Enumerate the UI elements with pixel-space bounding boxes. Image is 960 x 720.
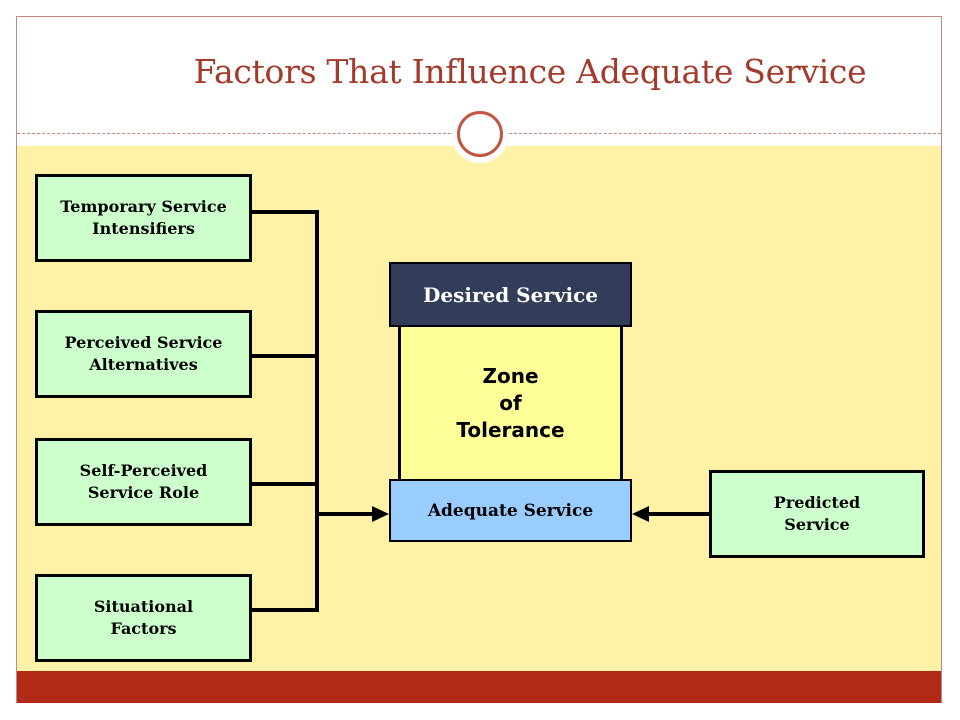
connector-temporary-service-intensifiers bbox=[252, 210, 319, 214]
factor-label-temporary-service-intensifiers: Temporary Service Intensifiers bbox=[60, 196, 227, 238]
factor-box-situational-factors: Situational Factors bbox=[35, 574, 252, 662]
factor-box-self-perceived-service-role: Self-Perceived Service Role bbox=[35, 438, 252, 526]
predicted-service-box: Predicted Service bbox=[709, 470, 925, 558]
adequate-service-box: Adequate Service bbox=[389, 479, 632, 542]
factor-label-self-perceived-service-role: Self-Perceived Service Role bbox=[79, 460, 208, 502]
arrow-factors-to-adequate-head bbox=[372, 506, 389, 522]
title-divider-right bbox=[509, 133, 941, 134]
slide-title: Factors That Influence Adequate Service bbox=[193, 52, 867, 91]
decorative-circle-icon bbox=[457, 111, 503, 157]
factor-box-temporary-service-intensifiers: Temporary Service Intensifiers bbox=[35, 174, 252, 262]
desired-service-box: Desired Service bbox=[389, 262, 632, 327]
connector-self-perceived-service-role bbox=[252, 482, 319, 486]
factor-box-perceived-service-alternatives: Perceived Service Alternatives bbox=[35, 310, 252, 398]
connector-vertical-bus bbox=[315, 210, 319, 612]
arrow-predicted-to-adequate-head bbox=[632, 506, 649, 522]
factor-label-perceived-service-alternatives: Perceived Service Alternatives bbox=[64, 332, 223, 374]
connector-situational-factors bbox=[252, 608, 319, 612]
connector-perceived-service-alternatives bbox=[252, 354, 319, 358]
footer-bar bbox=[17, 671, 941, 703]
zone-of-tolerance-box: Zone of Tolerance bbox=[398, 327, 623, 479]
title-divider-left bbox=[17, 133, 451, 134]
predicted-service-label: Predicted Service bbox=[773, 492, 861, 534]
zone-of-tolerance-label: Zone of Tolerance bbox=[456, 363, 565, 442]
factor-label-situational-factors: Situational Factors bbox=[93, 596, 194, 638]
